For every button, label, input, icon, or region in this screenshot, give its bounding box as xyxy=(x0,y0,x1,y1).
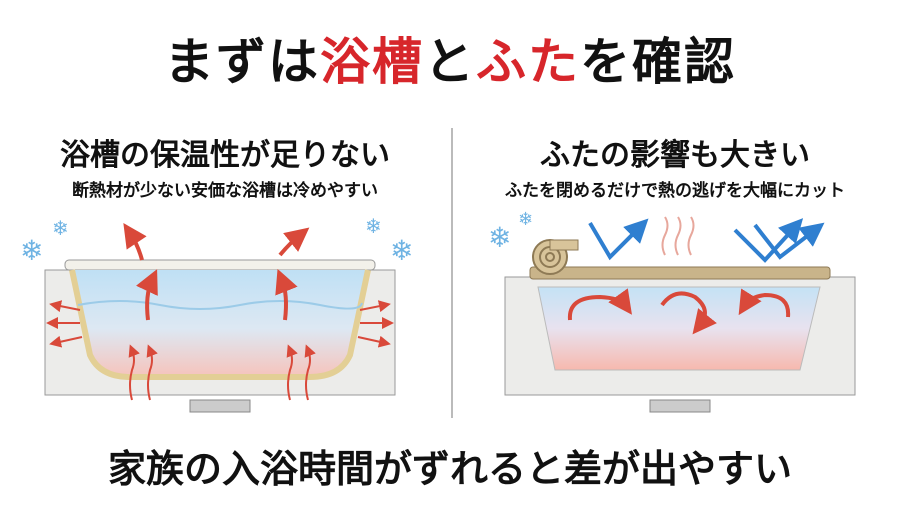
reflect-arrow-icon xyxy=(733,218,804,263)
right-heading: ふたの影響も大きい xyxy=(540,138,810,173)
svg-text:❄: ❄ xyxy=(518,209,533,230)
svg-text:❄: ❄ xyxy=(390,234,413,267)
reflect-arrow-icon xyxy=(753,222,825,260)
title-highlight-bathtub: 浴槽 xyxy=(320,33,424,91)
snowflake-icon: ❄❄ xyxy=(488,209,533,254)
heat-arrow-icon xyxy=(278,227,310,257)
tub-rim xyxy=(64,259,376,271)
steam-icon xyxy=(661,216,695,256)
heat-circulation-arrows xyxy=(567,288,791,335)
heat-arrow-icon xyxy=(275,268,298,321)
thin-tub-wall xyxy=(69,269,371,380)
blocked-cold-arrows xyxy=(588,218,825,263)
svg-text:❄: ❄ xyxy=(488,221,511,254)
tub-foot xyxy=(189,399,251,413)
rolled-lid-icon xyxy=(532,239,579,275)
heat-arrow-icon xyxy=(136,269,158,321)
title-text: まずは xyxy=(164,33,320,91)
svg-text:❄: ❄ xyxy=(52,216,69,240)
snowflake-icon: ❄ ❄ ❄ ❄ xyxy=(20,214,413,267)
circular-arrow-icon xyxy=(660,291,717,335)
water-surface xyxy=(77,300,363,310)
svg-text:❄: ❄ xyxy=(20,234,43,267)
title-highlight-lid: ふた xyxy=(476,33,580,91)
reflect-arrow-icon xyxy=(588,218,649,261)
right-subheading: ふたを閉めるだけで熱の逃げを大幅にカット xyxy=(505,181,845,201)
left-heading: 浴槽の保温性が足りない xyxy=(60,138,390,173)
main-title: まずは浴槽とふたを確認 xyxy=(0,22,900,94)
tub-foot xyxy=(649,399,711,413)
uninsulated-bathtub-illustration: ❄ ❄ ❄ ❄ xyxy=(20,214,413,413)
heat-arrow-icon xyxy=(123,223,147,261)
circular-arrow-icon xyxy=(567,288,632,321)
svg-text:❄: ❄ xyxy=(365,214,382,238)
left-subheading: 断熱材が少ない安価な浴槽は冷めやすい xyxy=(72,181,378,201)
title-text: と xyxy=(424,33,476,91)
heat-escape-arrows xyxy=(123,223,310,321)
circular-arrow-icon xyxy=(738,288,791,318)
covered-bathtub-illustration: ❄❄ xyxy=(488,209,856,413)
footer-message: 家族の入浴時間がずれると差が出やすい xyxy=(107,447,792,491)
center-divider xyxy=(451,128,453,418)
bath-lid xyxy=(529,266,831,280)
title-text: を確認 xyxy=(580,33,736,91)
wall-heat-loss-arrows xyxy=(46,300,394,401)
